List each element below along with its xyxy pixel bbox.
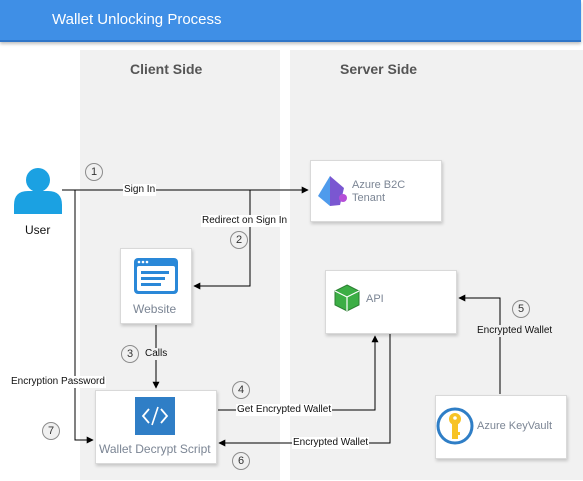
key-vault-icon [436,407,474,445]
step-badge-4: 4 [232,381,250,399]
api-encrypted-wallet-label: Encrypted Wallet [292,437,370,449]
step-badge-5: 5 [512,300,530,318]
azure-b2c-icon [318,176,347,206]
user-label: User [25,223,51,237]
sign-in-label: Sign In [123,184,157,196]
api-to-script-edge [218,334,391,447]
azure-b2c-label-line2: Tenant [352,192,386,204]
step-badge-3: 3 [121,345,139,363]
step-badge-2: 2 [230,231,248,249]
keyvault-label: Azure KeyVault [477,420,553,432]
api-label: API [366,293,384,305]
website-label: Website [133,302,177,316]
redirect-label: Redirect on Sign In [201,215,289,227]
header-bar: Wallet Unlocking Process [0,0,581,42]
encryption-password-label: Encryption Password [10,376,106,388]
step-badge-1: 1 [85,163,103,181]
step-badge-6: 6 [232,452,250,470]
server-side-title: Server Side [340,61,418,77]
wallet-decrypt-label: Wallet Decrypt Script [99,442,211,456]
user-icon [14,168,62,214]
calls-label: Calls [144,348,169,360]
diagram-title: Wallet Unlocking Process [52,11,222,28]
client-side-title: Client Side [130,61,203,77]
encryption-password-edge [74,190,94,444]
code-script-icon [135,397,175,435]
azure-b2c-label-line1: Azure B2C [352,179,406,191]
website-icon [134,258,178,294]
step-badge-7: 7 [42,422,60,440]
get-encrypted-wallet-label: Get Encrypted Wallet [236,404,333,416]
keyvault-encrypted-wallet-label: Encrypted Wallet [476,325,554,337]
keyvault-to-api-edge [458,294,501,394]
api-cube-icon [334,284,360,312]
